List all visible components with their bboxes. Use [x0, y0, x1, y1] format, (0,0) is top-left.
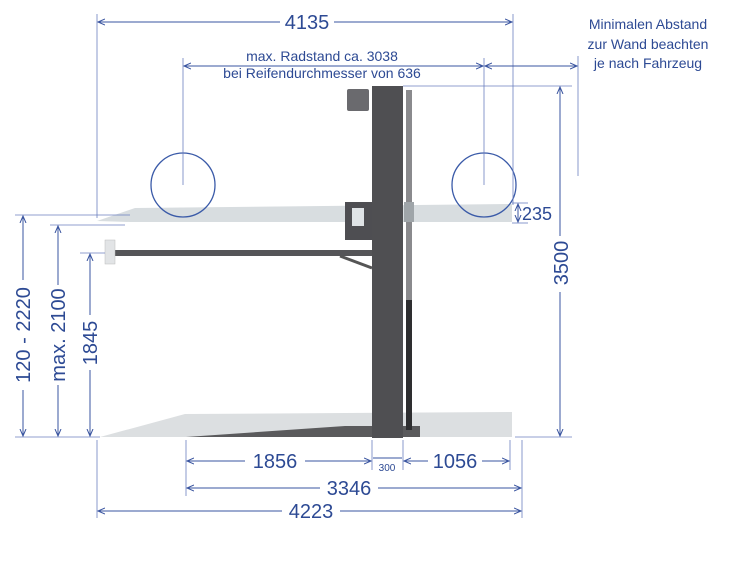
dim-base-length: 3346: [327, 478, 372, 500]
dim-max-height: max. 2100: [48, 288, 70, 381]
dim-platform-thickness: 235: [522, 204, 552, 224]
wall-note-line-3: je nach Fahrzeug: [593, 55, 702, 71]
hydraulic-rod: [406, 90, 412, 300]
wall-note-line-2: zur Wand beachten: [588, 36, 709, 52]
lower-arm: [115, 250, 373, 256]
wheelbase-label: max. Radstand ca. 3038: [246, 48, 398, 64]
tire-diameter-label: bei Reifendurchmesser von 636: [223, 65, 421, 81]
arm-end-cap: [104, 239, 116, 265]
dim-height-total: 3500: [551, 241, 573, 286]
lift-drawing: [97, 86, 517, 438]
extension-lines: [15, 14, 579, 518]
dim-column-width: 300: [379, 463, 396, 474]
carriage-window: [352, 208, 364, 226]
base-plate: [186, 426, 420, 437]
dim-right-depth: 1056: [433, 451, 478, 473]
arm-strut: [339, 254, 373, 270]
dim-upper-height-range: 120 - 2220: [13, 287, 35, 383]
dim-left-depth: 1856: [253, 451, 298, 473]
column: [372, 86, 403, 438]
dim-total-length-bottom: 4223: [289, 501, 334, 523]
dim-total-length-top: 4135: [285, 12, 330, 34]
hydraulic-cylinder: [406, 300, 412, 430]
wall-note-line-1: Minimalen Abstand: [589, 16, 707, 32]
motor: [347, 89, 369, 111]
dimension-lines: [23, 22, 577, 511]
dim-arm-height: 1845: [80, 321, 102, 366]
rod-guide: [404, 202, 414, 222]
